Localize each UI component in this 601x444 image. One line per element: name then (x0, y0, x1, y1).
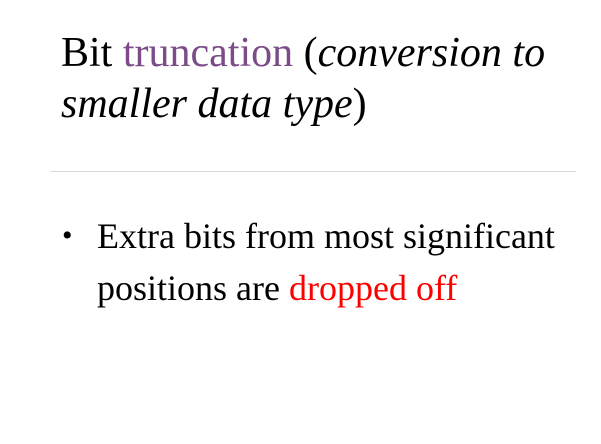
bullet-text: Extra bits from most significant positio… (97, 216, 555, 308)
title-accent: truncation (122, 30, 294, 76)
bullet-highlight: dropped off (288, 268, 458, 308)
title-open-paren: ( (293, 30, 318, 76)
bullet-item: • Extra bits from most significant positi… (62, 210, 582, 314)
slide-title: Bit truncation (conversion to smaller da… (61, 28, 591, 130)
title-divider (50, 171, 576, 172)
title-word: Bit (61, 30, 123, 76)
title-italic: conversion to smaller data type (61, 30, 546, 127)
bullet-list: • Extra bits from most significant positi… (62, 210, 582, 314)
title-close-paren: ) (352, 81, 367, 127)
bullet-marker: • (62, 219, 73, 252)
